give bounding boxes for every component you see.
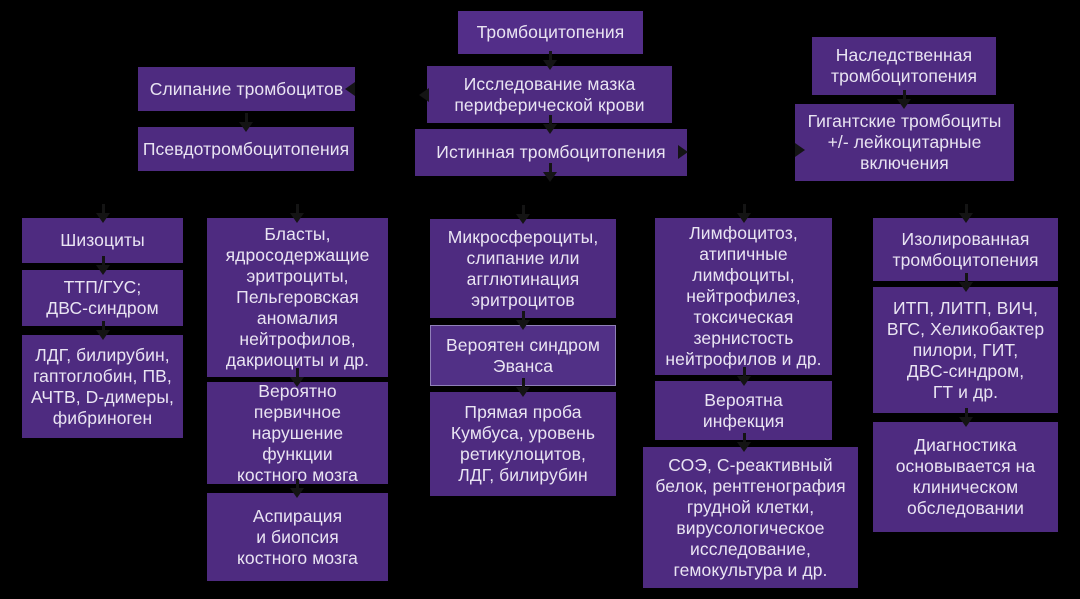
arrow-down-icon xyxy=(959,408,973,427)
arrow-down-icon xyxy=(959,204,973,223)
node-itp-causes-list: ИТП, ЛИТП, ВИЧ, ВГС, Хеликобактер пилори… xyxy=(873,287,1058,413)
node-thrombocytopenia: Тромбоцитопения xyxy=(458,11,643,54)
node-peripheral-smear-exam: Исследование мазка периферической крови xyxy=(427,66,672,123)
arrow-down-icon xyxy=(516,205,530,224)
arrow-down-icon xyxy=(96,321,110,340)
node-hereditary-thrombocytopenia: Наследственная тромбоцитопения xyxy=(812,37,996,95)
node-isolated-thrombocytopenia: Изолированная тромбоцитопения xyxy=(873,218,1058,281)
node-coombs-test-panel: Прямая проба Кумбуса, уровень ретикулоци… xyxy=(430,392,616,496)
node-platelet-clumping: Слипание тромбоцитов xyxy=(138,67,355,111)
arrow-down-icon xyxy=(290,479,304,498)
arrow-down-icon xyxy=(290,368,304,387)
node-blasts-findings: Бласты, ядросодержащие эритроциты, Пельг… xyxy=(207,218,388,377)
arrow-down-icon xyxy=(516,311,530,330)
arrow-down-icon xyxy=(897,90,911,109)
arrow-down-icon xyxy=(239,113,253,132)
node-probable-infection: Вероятна инфекция xyxy=(655,381,832,440)
node-lymphocytosis-findings: Лимфоцитоз, атипичные лимфоциты, нейтроф… xyxy=(655,218,832,375)
arrow-left-icon xyxy=(345,82,355,96)
node-evans-syndrome: Вероятен синдром Эванса xyxy=(430,325,616,386)
arrow-down-icon xyxy=(96,204,110,223)
node-schistocytes: Шизоциты xyxy=(22,218,183,263)
node-clinical-diagnosis: Диагностика основывается на клиническом … xyxy=(873,422,1058,532)
arrow-down-icon xyxy=(543,115,557,134)
arrow-down-icon xyxy=(543,51,557,70)
arrow-left-icon xyxy=(419,88,429,102)
arrow-down-icon xyxy=(737,367,751,386)
arrow-right-icon xyxy=(795,143,805,157)
arrow-down-icon xyxy=(543,163,557,182)
node-esr-workup-panel: СОЭ, С-реактивный белок, рентгенография … xyxy=(643,447,858,588)
node-true-thrombocytopenia: Истинная тромбоцитопения xyxy=(415,129,687,176)
node-ttp-hus-dic: ТТП/ГУС; ДВС-синдром xyxy=(22,270,183,326)
arrow-down-icon xyxy=(96,256,110,275)
arrow-down-icon xyxy=(737,204,751,223)
arrow-down-icon xyxy=(290,204,304,223)
arrow-down-icon xyxy=(737,433,751,452)
arrow-down-icon xyxy=(516,378,530,397)
node-ldh-lab-panel: ЛДГ, билирубин, гаптоглобин, ПВ, АЧТВ, D… xyxy=(22,335,183,438)
arrow-down-icon xyxy=(959,273,973,292)
node-giant-platelets: Гигантские тромбоциты +/- лейкоцитарные … xyxy=(795,104,1014,181)
node-pseudothrombocytopenia: Псевдотромбоцитопения xyxy=(138,127,354,171)
arrow-right-icon xyxy=(678,145,688,159)
node-marrow-biopsy: Аспирация и биопсия костного мозга xyxy=(207,493,388,581)
node-marrow-dysfunction: Вероятно первичное нарушение функции кос… xyxy=(207,381,388,485)
node-microspherocytes: Микросфероциты, слипание или агглютинаци… xyxy=(430,219,616,318)
